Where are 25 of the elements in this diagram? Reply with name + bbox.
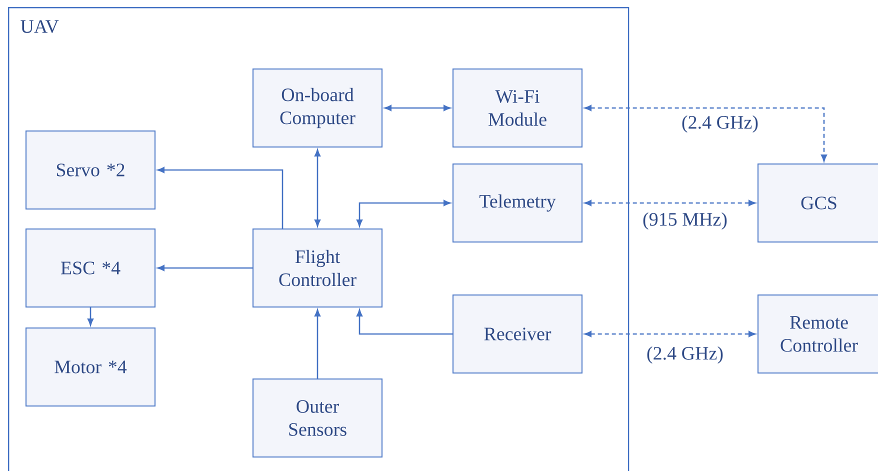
dashed-arrow (584, 105, 827, 162)
block-box: Remote Controller (758, 294, 878, 374)
arrow (384, 105, 451, 111)
arrow (356, 309, 452, 335)
dashed-arrow (584, 331, 756, 337)
block-box: Outer Sensors (252, 378, 382, 458)
arrow (356, 200, 451, 227)
block-box: On-board Computer (252, 68, 382, 148)
block-box: Receiver (452, 294, 582, 374)
arrow (314, 309, 320, 378)
edge-label: (2.4 GHz) (647, 346, 723, 364)
arrow (88, 308, 94, 326)
block-box: Flight Controller (252, 228, 382, 308)
edge-label: (915 MHz) (643, 212, 727, 230)
block-box: Telemetry (452, 164, 582, 242)
block-box: Servo *2 (26, 130, 156, 210)
block-box: Motor *4 (26, 328, 156, 406)
dashed-arrow (584, 200, 756, 206)
block-box: Wi-Fi Module (452, 68, 582, 148)
block-box: GCS (758, 164, 878, 242)
arrow (314, 149, 320, 227)
edge-label: (2.4 GHz) (682, 115, 758, 133)
arrow (157, 265, 252, 271)
arrow (157, 167, 284, 228)
block-box: ESC *4 (26, 228, 156, 308)
